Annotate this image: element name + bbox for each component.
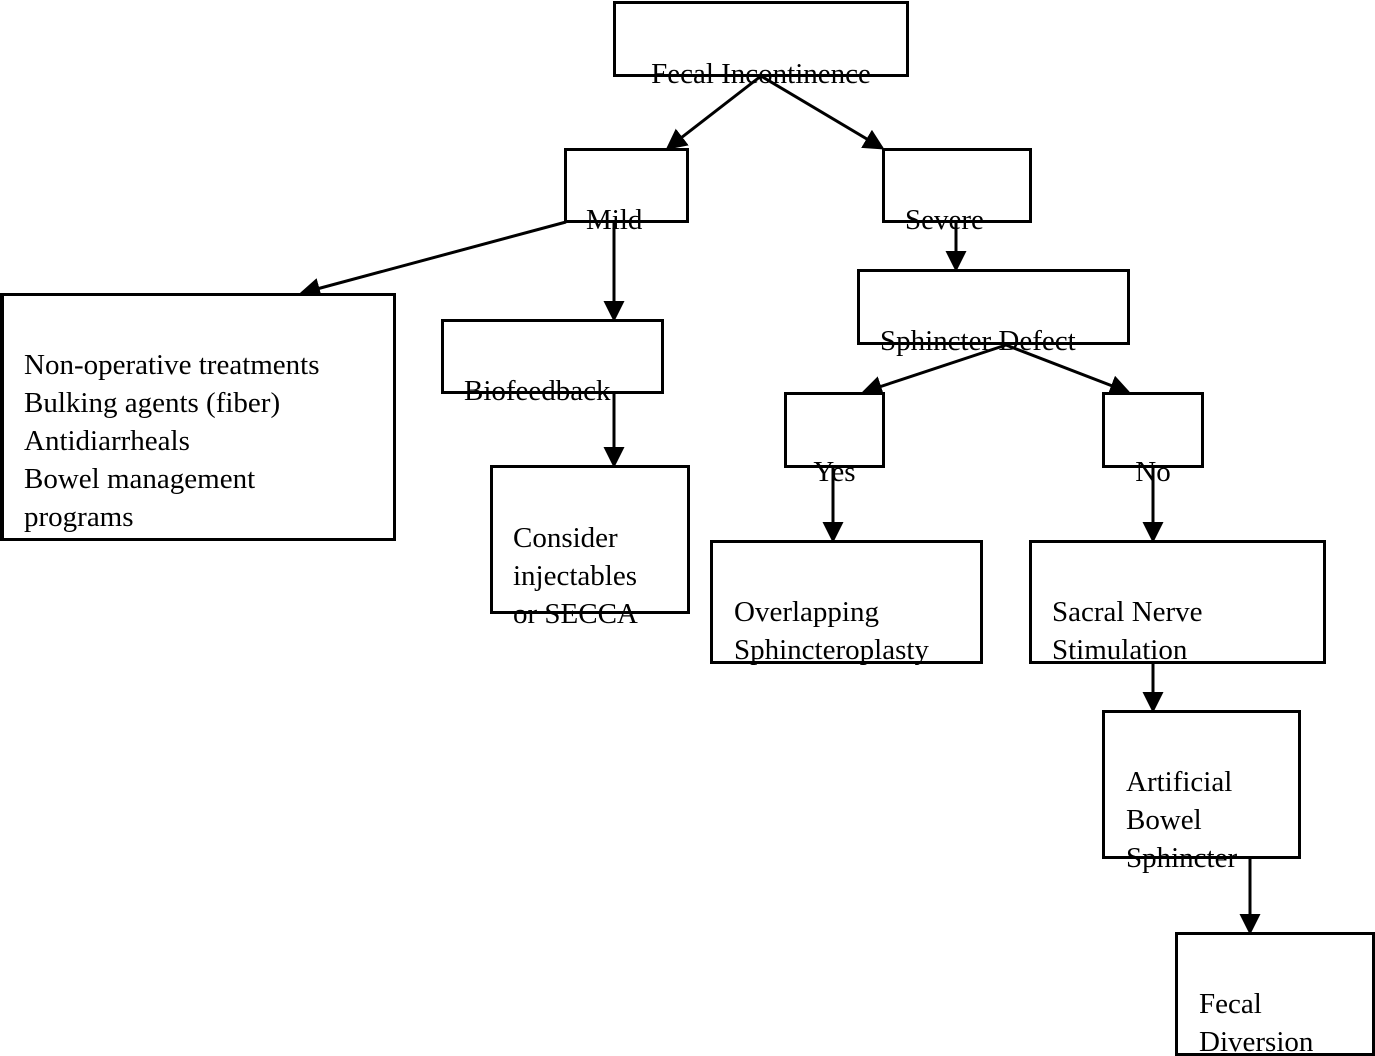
- node-sacral-nerve-stimulation: Sacral Nerve Stimulation: [1029, 540, 1326, 666]
- arrow-fecal-incontinence-to-mild: [665, 74, 762, 150]
- node-sphincter-defect: Sphincter Defect: [857, 269, 1130, 357]
- node-no: No: [1102, 392, 1204, 488]
- node-fecal-incontinence-label: Fecal Incontinence: [651, 58, 871, 90]
- node-mild-label: Mild: [586, 204, 643, 236]
- node-severe-label: Severe: [905, 204, 984, 236]
- node-consider-injectables-label: Consider injectables or SECCA: [513, 522, 638, 630]
- node-severe: Severe: [882, 148, 1032, 236]
- node-artificial-bowel-sphincter-label: Artificial Bowel Sphincter: [1126, 766, 1238, 874]
- node-fecal-diversion-label: Fecal Diversion: [1199, 988, 1314, 1056]
- arrow-sphincter-defect-to-no: [1005, 343, 1131, 396]
- node-sacral-nerve-stimulation-label: Sacral Nerve Stimulation: [1052, 596, 1203, 666]
- arrow-mild-to-non-operative: [299, 220, 567, 299]
- node-mild: Mild: [564, 148, 689, 236]
- node-fecal-diversion: Fecal Diversion: [1175, 932, 1375, 1056]
- node-sphincter-defect-label: Sphincter Defect: [880, 325, 1076, 357]
- node-biofeedback-label: Biofeedback: [464, 375, 611, 407]
- node-non-operative-treatments: Non-operative treatments Bulking agents …: [0, 293, 396, 541]
- node-overlapping-sphincteroplasty: Overlapping Sphincteroplasty: [710, 540, 983, 666]
- node-fecal-incontinence: Fecal Incontinence: [613, 1, 909, 90]
- node-yes: Yes: [784, 392, 885, 488]
- arrow-fecal-incontinence-to-severe: [760, 74, 885, 150]
- node-overlapping-sphincteroplasty-label: Overlapping Sphincteroplasty: [734, 596, 929, 666]
- node-biofeedback: Biofeedback: [441, 319, 664, 407]
- node-non-operative-treatments-label: Non-operative treatments Bulking agents …: [24, 349, 320, 533]
- node-yes-label: Yes: [813, 456, 856, 488]
- arrow-sphincter-defect-to-yes: [861, 343, 1007, 397]
- node-consider-injectables: Consider injectables or SECCA: [490, 465, 690, 630]
- node-no-label: No: [1135, 456, 1171, 488]
- node-artificial-bowel-sphincter: Artificial Bowel Sphincter: [1102, 710, 1301, 874]
